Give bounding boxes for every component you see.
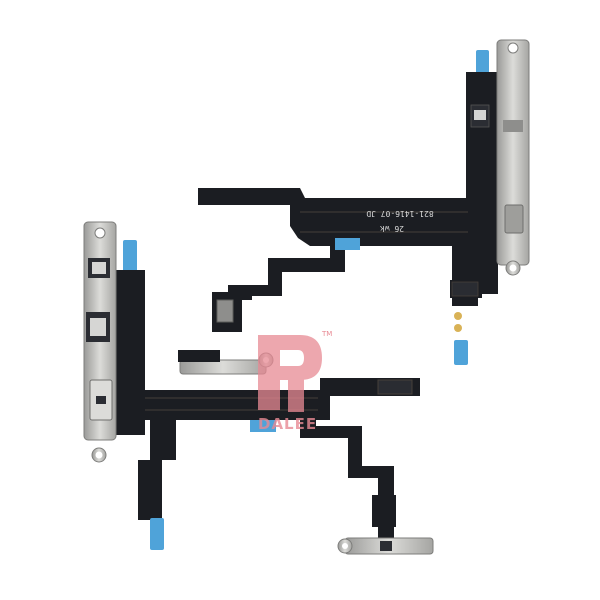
flex-branch-bottom: [300, 420, 394, 540]
cable-print-line2: 26 wk: [380, 224, 404, 233]
metal-button-bottom: [337, 537, 434, 555]
gold-pad: [454, 312, 462, 320]
flex-cable-bottom: [83, 221, 434, 555]
stiffener-bottom-right: [454, 340, 468, 365]
flex-branch-top: [228, 246, 345, 300]
stiffener-bottom-left: [150, 518, 164, 550]
metal-bracket-right: [496, 39, 530, 276]
watermark-tm: TM: [322, 330, 333, 338]
watermark-logo: [258, 335, 322, 412]
cable-print-line1: 821-1416-07 JD: [366, 209, 434, 218]
watermark-text: DALEE: [258, 415, 318, 433]
metal-bracket-left: [83, 221, 117, 463]
metal-button-mid: [179, 359, 267, 375]
flex-cable-top: 821-1416-07 JD 26 wk: [198, 39, 530, 365]
